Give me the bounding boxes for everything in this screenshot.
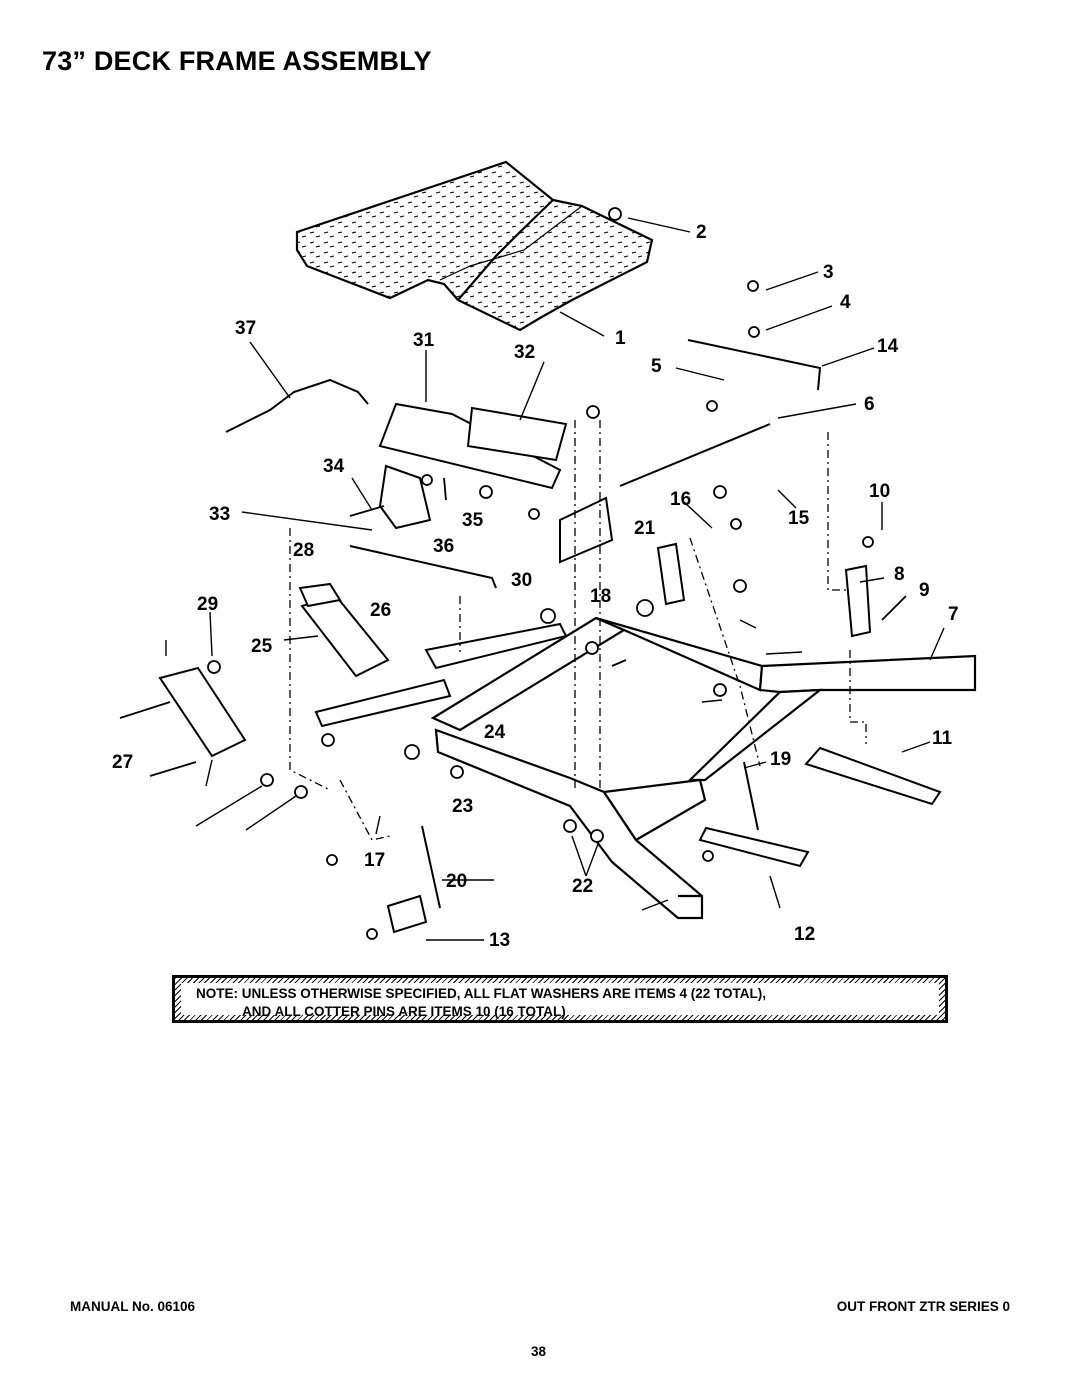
series-name: OUT FRONT ZTR SERIES 0 — [836, 1299, 1010, 1314]
floor-plate — [295, 160, 654, 332]
callout-31: 31 — [413, 330, 435, 351]
callout-5: 5 — [651, 356, 662, 377]
note-line-1: NOTE: UNLESS OTHERWISE SPECIFIED, ALL FL… — [196, 986, 767, 1001]
note-line-2: AND ALL COTTER PINS ARE ITEMS 10 (16 TOT… — [242, 1004, 566, 1019]
callout-17: 17 — [364, 850, 385, 871]
callout-19: 19 — [770, 749, 791, 770]
manual-number: MANUAL No. 06106 — [70, 1299, 196, 1314]
callout-10: 10 — [869, 481, 890, 502]
callout-25: 25 — [251, 636, 273, 657]
callout-16: 16 — [670, 489, 691, 510]
callout-23: 23 — [452, 796, 473, 817]
callout-24: 24 — [484, 722, 506, 743]
callout-6: 6 — [864, 394, 875, 415]
callout-14: 14 — [877, 336, 899, 357]
hardware-fasteners — [119, 207, 907, 940]
note-box-inner: NOTE: UNLESS OTHERWISE SPECIFIED, ALL FL… — [181, 983, 939, 1019]
callout-21: 21 — [634, 518, 656, 539]
callout-36: 36 — [433, 536, 454, 557]
callout-20: 20 — [446, 871, 467, 892]
callout-32: 32 — [514, 342, 535, 363]
callout-labels: 1 2 3 4 5 6 7 8 9 10 11 12 13 14 15 16 1… — [112, 222, 959, 951]
rods-and-brackets — [225, 339, 942, 934]
callout-9: 9 — [919, 580, 930, 601]
page-title: 73” DECK FRAME ASSEMBLY — [42, 46, 432, 76]
actuator-cylinders — [378, 402, 568, 530]
callout-11: 11 — [932, 728, 953, 749]
assembly-guide-lines — [289, 420, 867, 841]
callout-34: 34 — [323, 456, 345, 477]
note-box: NOTE: UNLESS OTHERWISE SPECIFIED, ALL FL… — [172, 975, 948, 1023]
leader-lines — [165, 217, 945, 941]
callout-15: 15 — [788, 508, 810, 529]
callout-35: 35 — [462, 510, 484, 531]
callout-37: 37 — [235, 318, 256, 339]
callout-12: 12 — [794, 924, 815, 945]
callout-13: 13 — [489, 930, 510, 951]
callout-33: 33 — [209, 504, 230, 525]
callout-28: 28 — [293, 540, 314, 561]
callout-1: 1 — [615, 328, 626, 349]
callout-3: 3 — [823, 262, 834, 283]
lift-arms — [158, 582, 568, 758]
deck-frame — [430, 616, 977, 920]
callout-4: 4 — [840, 292, 851, 313]
callout-18: 18 — [590, 586, 611, 607]
page-number: 38 — [531, 1344, 547, 1359]
callout-22: 22 — [572, 876, 593, 897]
callout-27: 27 — [112, 752, 133, 773]
callout-26: 26 — [370, 600, 391, 621]
callout-29: 29 — [197, 594, 218, 615]
callout-7: 7 — [948, 604, 959, 625]
callout-8: 8 — [894, 564, 905, 585]
callout-2: 2 — [696, 222, 707, 243]
callout-30: 30 — [511, 570, 532, 591]
